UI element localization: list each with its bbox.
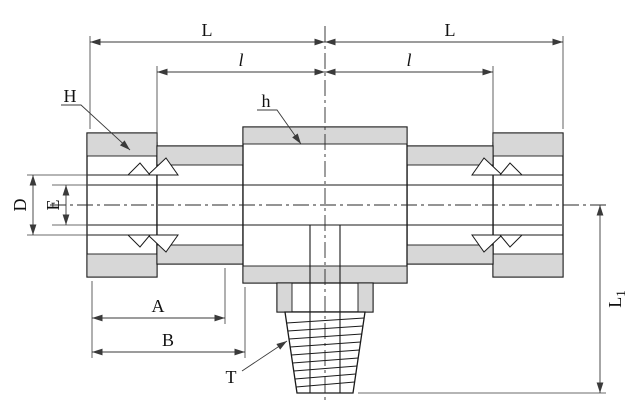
left-nut-bottom-facet [86,253,158,278]
leader-h: h [257,91,302,145]
dim-label-L1: L1 [605,290,628,308]
left-nut-top-facet [86,132,158,157]
dimension-A: A [91,268,226,358]
dim-label-L-left: L [202,20,213,40]
dim-label-L-right: L [445,20,456,40]
dimension-l-right: l [325,50,494,142]
dimension-D: D [10,174,88,236]
dimension-l-left: l [156,50,325,142]
dim-label-E: E [43,200,63,211]
branch-shoulder-left-facet [276,282,293,313]
dim-label-h: h [262,91,271,111]
dimension-E: E [43,184,88,226]
dim-label-L1-main: L [605,297,625,308]
right-front-ferrule-bottom [471,234,504,253]
left-front-ferrule-bottom [146,234,179,253]
dim-label-T: T [226,367,237,387]
dim-label-L1-subscript: 1 [613,290,628,297]
ferrules [126,157,524,253]
dimension-L-right: L [325,20,564,129]
dimension-L-left: L [89,20,325,129]
dim-label-B: B [162,330,174,350]
left-body-hex-bottom-facet [156,244,244,265]
dim-label-A: A [152,296,165,316]
dim-label-D: D [10,199,30,212]
centerlines [50,26,606,404]
left-body-hex-top-facet [156,145,244,166]
dimension-B: B [92,287,246,358]
leader-T: T [226,340,288,387]
dim-label-H: H [64,86,77,106]
right-front-ferrule-top [471,157,504,176]
right-nut-top-facet [492,132,564,157]
right-body-hex-bottom-facet [406,244,494,265]
right-nut-bottom-facet [492,253,564,278]
dim-label-l-left: l [238,50,243,70]
dimension-L1: L1 [358,205,628,394]
right-body-hex-top-facet [406,145,494,166]
leader-H: H [61,86,131,151]
dim-label-l-right: l [406,50,411,70]
left-front-ferrule-top [146,157,179,176]
branch-shoulder-right-facet [357,282,374,313]
